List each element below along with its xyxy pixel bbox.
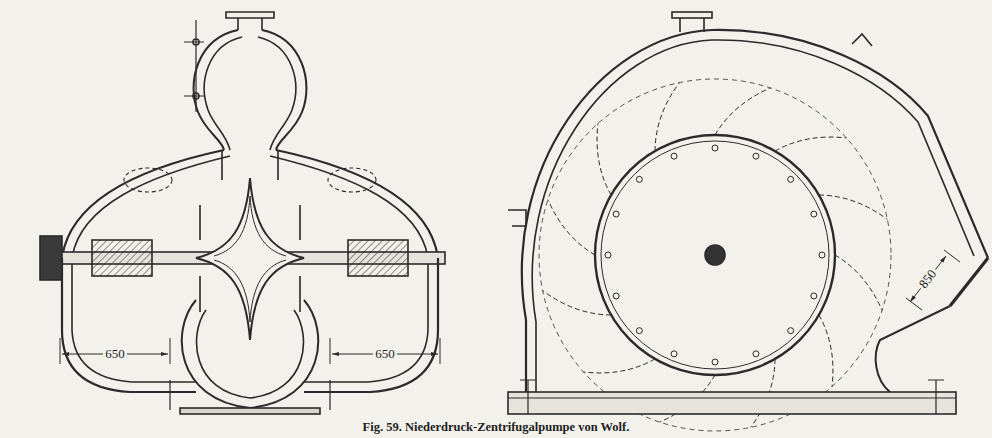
labyrinth-chamber: [328, 168, 376, 192]
cover-bolt: [712, 359, 718, 365]
suction-cover: [595, 135, 835, 375]
cover-bolt: [753, 153, 759, 159]
guide-blade: [775, 137, 846, 151]
stuffing-box: [348, 240, 408, 276]
base-bolt: [508, 380, 956, 414]
cover-bolt: [819, 252, 825, 258]
cover-bolt: [811, 293, 817, 299]
impeller-blade: [214, 196, 286, 322]
volute-casing: [522, 30, 988, 392]
labyrinth-chamber: [124, 168, 172, 192]
guide-blade: [548, 200, 595, 255]
cover-bolt: [788, 328, 794, 334]
dimension-label: 650: [373, 347, 397, 361]
volute-bulb-inner: [204, 37, 295, 150]
gauge-valve: [193, 93, 199, 99]
dimension-label: 850: [915, 265, 941, 292]
guide-blade: [715, 88, 770, 135]
extension-line: [906, 250, 960, 310]
gauge-valve: [193, 39, 199, 45]
base-plate: [508, 392, 956, 414]
cover-bolt: [636, 328, 642, 334]
volute-casing-inner: [532, 40, 974, 392]
guide-blade: [819, 315, 833, 386]
lower-chamber-inner: [197, 310, 304, 398]
top-flange: [672, 12, 712, 18]
shaft-end: [705, 245, 725, 265]
top-flange: [226, 12, 274, 18]
cover-bolt: [671, 351, 677, 357]
impeller-housing: [222, 150, 278, 180]
suction-cover-inner: [601, 141, 829, 369]
cover-bolt: [671, 153, 677, 159]
dimension-label: 650: [103, 347, 127, 361]
blade-group: [543, 83, 888, 428]
outlet-flange: [950, 258, 988, 306]
suction-casing-inner: [72, 264, 428, 382]
outlet-lower-wall: [876, 306, 950, 392]
gauge-pipe: [184, 20, 204, 112]
cover-bolt: [788, 176, 794, 182]
cover-bolt: [753, 351, 759, 357]
hidden-ring: [539, 79, 891, 431]
guide-blade: [597, 124, 611, 195]
guide-blade: [584, 359, 655, 373]
section-view: [40, 12, 445, 414]
foot-bolt: [170, 380, 330, 410]
casing-lug: [852, 34, 872, 46]
extension-line: [60, 338, 440, 364]
lower-chamber: [182, 300, 318, 408]
cover-bolt: [636, 176, 642, 182]
guide-blade: [835, 255, 882, 310]
dimension-line: [910, 256, 946, 302]
bolt-group: [605, 145, 825, 365]
cover-bolt: [605, 252, 611, 258]
impeller: [196, 178, 304, 340]
elevation-view: [508, 12, 988, 431]
stuffing-box: [92, 240, 152, 276]
suction-casing: [62, 258, 438, 392]
cover-bolt: [811, 211, 817, 217]
cover-bolt: [712, 145, 718, 151]
cover-bolt: [613, 211, 619, 217]
bearing: [40, 236, 62, 280]
foot: [180, 408, 320, 414]
flange-neck: [238, 18, 262, 30]
cover-bolt: [613, 293, 619, 299]
volute-bulb: [194, 30, 307, 150]
casing-lug: [508, 210, 526, 226]
figure-caption: Fig. 59. Niederdruck-Zentrifugalpumpe vo…: [360, 420, 633, 434]
